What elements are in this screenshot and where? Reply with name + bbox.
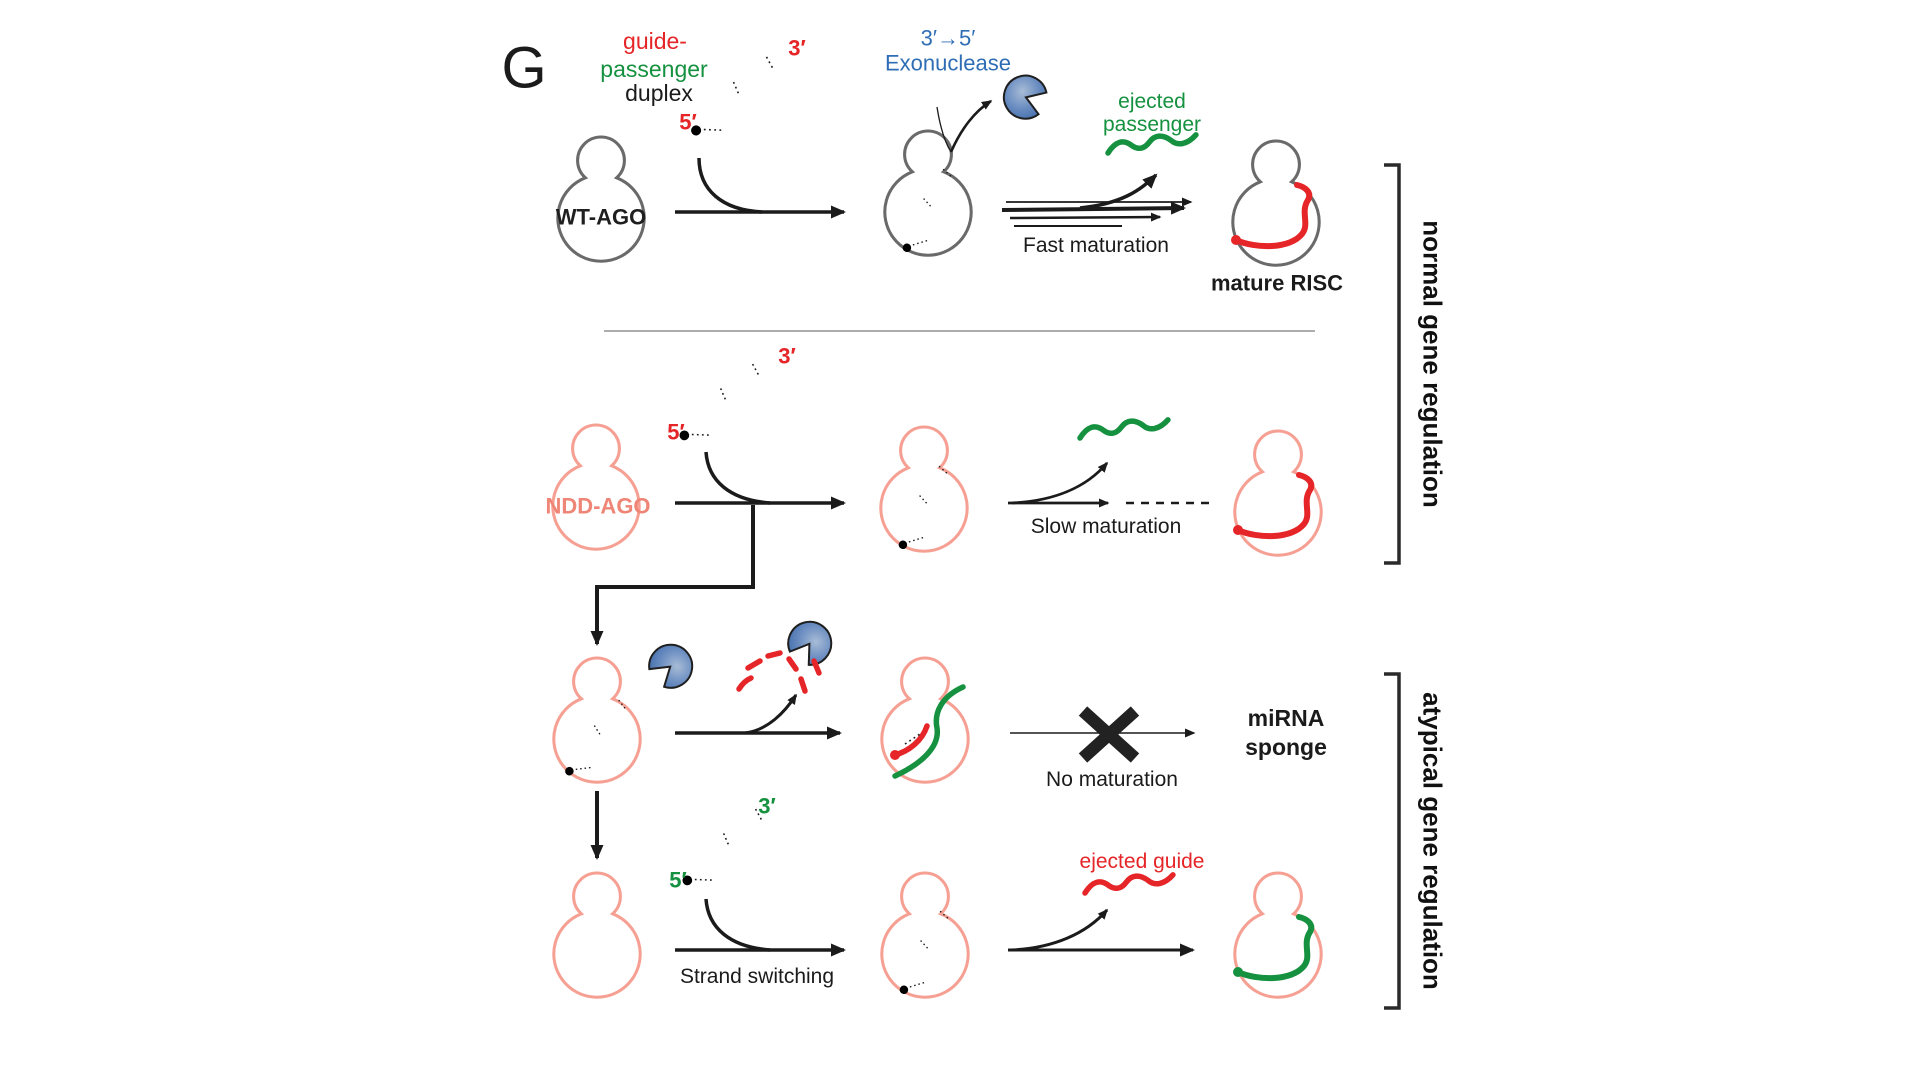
guide-ejection-arrow (1008, 908, 1195, 957)
three-prime-label: 3′ (788, 35, 806, 61)
strand-switching-label: Strand switching (679, 964, 835, 988)
exonuclease-release-arrow (936, 99, 993, 153)
legend-guide-label: guide- (623, 27, 687, 54)
normal-gene-regulation-label: normal gene regulation (1417, 220, 1448, 508)
row4-loading-arrow (675, 898, 846, 957)
legend-duplex-label: duplex (625, 79, 693, 106)
empty-ago-blob (552, 871, 642, 999)
exonuclease-enzyme-icon (996, 68, 1051, 125)
normal-regulation-bracket (1384, 163, 1401, 565)
ejected-guide-strand (1084, 874, 1174, 893)
three-prime-label: 3′ (758, 793, 776, 819)
wt-ago-loaded-blob (883, 129, 973, 257)
duplex-row2 (668, 331, 777, 463)
sponge-strands (890, 684, 966, 779)
slow-maturation-label: Slow maturation (1030, 514, 1182, 538)
five-prime-label: 5′ (669, 867, 687, 893)
guide-passenger-duplex (679, 23, 792, 159)
atypical-regulation-bracket (1384, 672, 1401, 1010)
fast-maturation-label: Fast maturation (1023, 233, 1169, 257)
ndd-ago-loaded-blob (879, 425, 969, 553)
switched-guide-strand (1233, 917, 1311, 978)
five-prime-label: 5′ (679, 109, 697, 135)
no-maturation-arrow (1010, 706, 1196, 763)
slow-maturation-arrow (1008, 461, 1212, 508)
ejected-label-line1: ejected (1118, 89, 1186, 113)
exonuclease-enzyme-icon (641, 634, 702, 696)
ndd-ago-label: NDD-AGO (545, 493, 651, 519)
sponge-ago-blob (880, 656, 970, 784)
wt-ago-blob (556, 135, 646, 263)
trimmed-ago-blob (552, 656, 642, 784)
guide-trimming-scene (641, 612, 841, 696)
legend-passenger-label: passenger (600, 55, 708, 82)
slow-ejected-passenger-strand (1079, 419, 1169, 438)
row1-loading-arrow (675, 157, 846, 219)
ndd-ago-blob (551, 423, 641, 551)
three-prime-label: 3′ (778, 343, 796, 369)
panel-label: G (501, 35, 547, 101)
row3-trim-arrow (675, 693, 842, 740)
branch-elbow-arrow (590, 505, 755, 646)
atypical-gene-regulation-label: atypical gene regulation (1417, 692, 1448, 990)
mirna-sponge-label-line2: sponge (1245, 733, 1327, 760)
row2-loading-arrow (675, 451, 846, 510)
ejected-label-line2: passenger (1102, 112, 1202, 136)
fast-maturation-arrows (1001, 173, 1193, 227)
switched-ago-blob (880, 871, 970, 999)
no-maturation-label: No maturation (1046, 767, 1178, 791)
five-prime-label: 5′ (667, 419, 685, 445)
exonuclease-name-label: Exonuclease (885, 50, 1011, 76)
mirna-sponge-label-line1: miRNA (1247, 704, 1325, 731)
mature-risc-label: mature RISC (1210, 270, 1344, 296)
blocked-cross-icon (1078, 706, 1140, 763)
exonuclease-direction-label: 3′→5′ (920, 25, 976, 51)
mature-guide-strand (1231, 185, 1309, 246)
slow-guide-strand (1233, 475, 1311, 536)
ejected-guide-label: ejected guide (1079, 849, 1205, 873)
degraded-guide-fragments (736, 650, 822, 694)
wt-ago-label: WT-AGO (555, 204, 647, 230)
